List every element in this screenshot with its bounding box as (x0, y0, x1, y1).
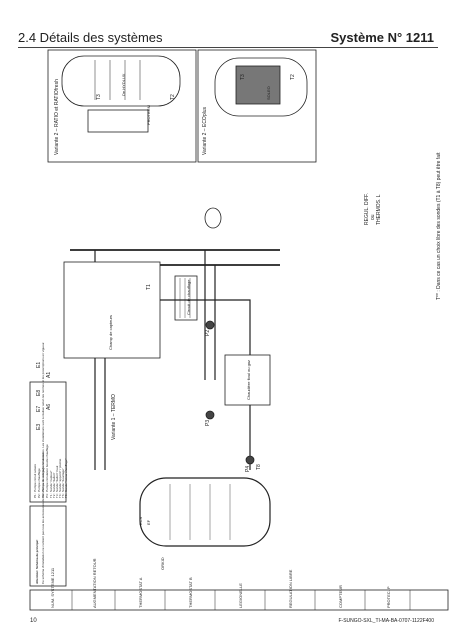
legend-item: T8 : Sonde "retour chauffage" (64, 459, 68, 498)
thermos-label: THERMOS. L (376, 194, 382, 225)
legend-item: T3 : Sonde "ballon" haut (55, 466, 59, 498)
page-number: 10 (30, 618, 37, 624)
variant2-ecoplus-label: Variante 2 – ECOplus (202, 107, 208, 155)
t3-ratio-label: T3 (96, 94, 102, 100)
collector-label: Champ de capteurs (108, 315, 113, 350)
function-label: COMPTEUR (338, 585, 343, 608)
function-label: AUGMENTATION RETOUR (92, 558, 97, 608)
function-label: NUM. SYSTEME 1211 (50, 567, 55, 608)
legend-item: T4 : Sonde "appoint" / piscine (58, 458, 62, 498)
soleo-label: SOLEO (266, 86, 271, 100)
a1-label: A1 (46, 372, 52, 378)
pump-p2 (205, 320, 215, 330)
legend-text: P1 : Pompe circuit solaire P2 : Pompe ch… (33, 444, 68, 498)
collector-field (63, 261, 161, 359)
ecs-label: ECS (138, 516, 143, 525)
ecoplus-tank (214, 57, 308, 117)
regul-label: REGUL. DIFF. (364, 193, 370, 225)
legend-item: P4 : Pompe circulation boucle chauffage (45, 444, 49, 498)
variant2-ratio-box (47, 49, 197, 163)
variant1-termo-label: Variante 1 – TERMO (111, 394, 117, 440)
legend-item: T2 : Sonde "ballon" (52, 472, 56, 498)
legend-item: P2 : Pompe chauffage (37, 468, 41, 498)
de-hydlux-label: De HYDLUX (121, 73, 126, 96)
legend-item: P3 : Pompe bouclage/recirculation (41, 452, 45, 498)
header-rule (18, 47, 438, 48)
radiator (174, 275, 198, 321)
e8-label: E8 (36, 390, 42, 396)
ratio-module (87, 109, 149, 133)
t1-label: T1 (146, 284, 152, 290)
legend-item: T1 : Sonde "capteur" (49, 470, 53, 498)
ecoplus-exchanger (235, 65, 281, 105)
function-row (29, 589, 449, 611)
a6-label: A6 (46, 404, 52, 410)
proterm-label: PROTERM (146, 105, 151, 125)
radiator-label: Circuit de chauffage (186, 279, 191, 315)
pump-p3 (205, 410, 215, 420)
ef-label: EF (146, 519, 151, 525)
e3-label: E3 (36, 424, 42, 430)
warning-text: Ce schéma d'installation ne contient pas… (41, 342, 45, 584)
legend-box (29, 381, 67, 503)
legend-item: T6 : Sonde "bouclage" (61, 468, 65, 498)
t8-label: T8 (256, 464, 262, 470)
t2-ecoplus-label: T2 (290, 74, 296, 80)
function-label: LEGIONELLE (238, 583, 243, 608)
document-reference: F-SUNGO-SXL_TI-MA-BA-0707-1122F400 (338, 618, 435, 624)
function-label: THERMOSTAT A (138, 577, 143, 608)
variant2-ratio-label: Variante 2 – RATIO et RATIOfresh (54, 79, 60, 155)
e7-label: E7 (36, 406, 42, 412)
t3-ecoplus-label: T3 (240, 74, 246, 80)
orkid-label: ORKID (160, 557, 165, 570)
footnote: T** : Dans ce cas un choix libre des son… (436, 152, 442, 300)
ou-label: ou (370, 214, 376, 220)
variant2-ecoplus-box (197, 49, 317, 163)
p4-label: P4 (245, 466, 251, 472)
p2-label: P2 (205, 330, 211, 336)
e1-label: E1 (36, 362, 42, 368)
main-storage-tank (139, 477, 271, 547)
legend-item: P1 : Pompe circuit solaire (33, 464, 37, 498)
pump-p4 (245, 455, 255, 465)
function-label: PROTEC. P (386, 586, 391, 608)
section-title: 2.4 Détails des systèmes (18, 30, 163, 45)
ratio-tank (61, 55, 181, 107)
boiler-label: Chaudière fioul ou gaz (246, 360, 251, 400)
t2-ratio-label: T2 (170, 94, 176, 100)
expansion-vessel (204, 207, 222, 229)
p3-label: P3 (205, 420, 211, 426)
warning-box (29, 505, 67, 587)
warning-title: Attention: Schéma de principe! (35, 540, 39, 584)
system-title: Système N° 1211 (330, 30, 435, 45)
function-label: THERMOSTAT B (188, 577, 193, 608)
boiler (224, 354, 271, 406)
function-label: REGULATION LIBRE (288, 569, 293, 608)
